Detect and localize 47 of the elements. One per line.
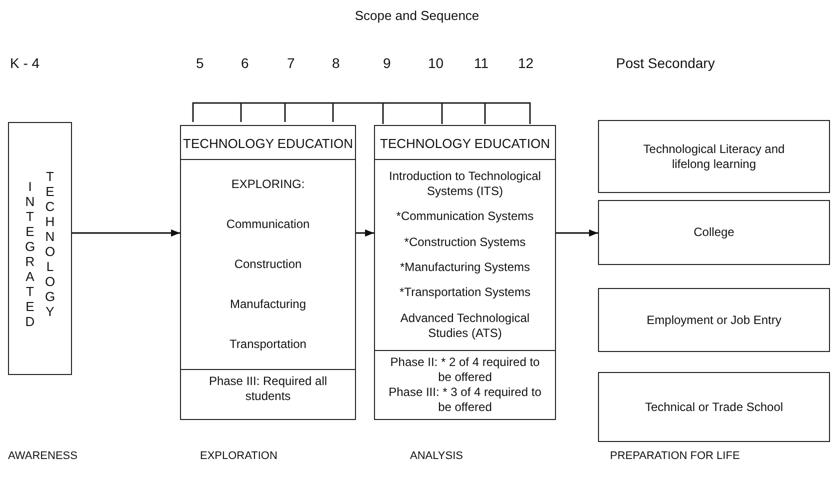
column-header: TECHNOLOGY EDUCATION: [181, 126, 355, 160]
vertical-label: INTEGRATED: [25, 178, 35, 328]
phase-label: ANALYSIS: [410, 450, 463, 462]
outcome-box: [598, 372, 830, 442]
stage-label: Post Secondary: [616, 55, 715, 71]
vertical-label: TECHNOLOGY: [45, 168, 55, 318]
arrow: [556, 229, 598, 237]
course-text: Advanced Technological Studies (ATS): [399, 310, 531, 341]
course-text: Manufacturing: [228, 297, 308, 312]
course-text: Transportation: [228, 337, 308, 352]
phase-label: EXPLORATION: [200, 450, 278, 462]
phase-label: AWARENESS: [8, 450, 78, 462]
grade-number: 7: [287, 55, 295, 71]
outcome-box: [598, 288, 830, 352]
grade-number: 10: [428, 55, 444, 71]
note-text: Phase II: * 2 of 4 required to be offered: [389, 355, 541, 385]
grade-number: 5: [196, 55, 204, 71]
course-column-box: [374, 125, 556, 420]
grade-number: 8: [332, 55, 340, 71]
course-text: Introduction to Technological Systems (ITS): [388, 169, 542, 200]
course-text: Construction: [233, 256, 303, 272]
course-text: *Construction Systems: [403, 234, 527, 250]
outcome-text: Technological Literacy and lifelong learning: [642, 142, 786, 172]
grade-number: 12: [518, 55, 534, 71]
column-header: TECHNOLOGY EDUCATION: [375, 126, 555, 160]
grade-number: 11: [474, 55, 489, 71]
course-text: EXPLORING:: [230, 176, 306, 192]
outcome-text: Technical or Trade School: [644, 400, 784, 414]
outcome-text: College: [694, 225, 734, 240]
arrow: [356, 229, 374, 237]
arrow: [72, 229, 180, 237]
note-text: Phase III: Required all students: [208, 374, 328, 404]
vertical-text-box: [8, 122, 72, 375]
course-text: *Manufacturing Systems: [398, 260, 532, 276]
phase-label: PREPARATION FOR LIFE: [610, 450, 740, 462]
outcome-box: [598, 120, 830, 193]
outcome-text: Employment or Job Entry: [646, 312, 782, 328]
note-text: Phase III: * 3 of 4 required to be offered: [388, 385, 542, 415]
grade-number: 9: [383, 55, 391, 71]
course-text: Communication: [225, 216, 311, 232]
course-text: *Transportation Systems: [398, 285, 532, 300]
grade-range-label: K - 4: [10, 55, 40, 71]
course-text: *Communication Systems: [395, 209, 535, 224]
title: Scope and Sequence: [354, 8, 480, 23]
course-column-box: [180, 125, 356, 420]
grade-number: 6: [241, 55, 249, 71]
outcome-box: [598, 200, 830, 265]
